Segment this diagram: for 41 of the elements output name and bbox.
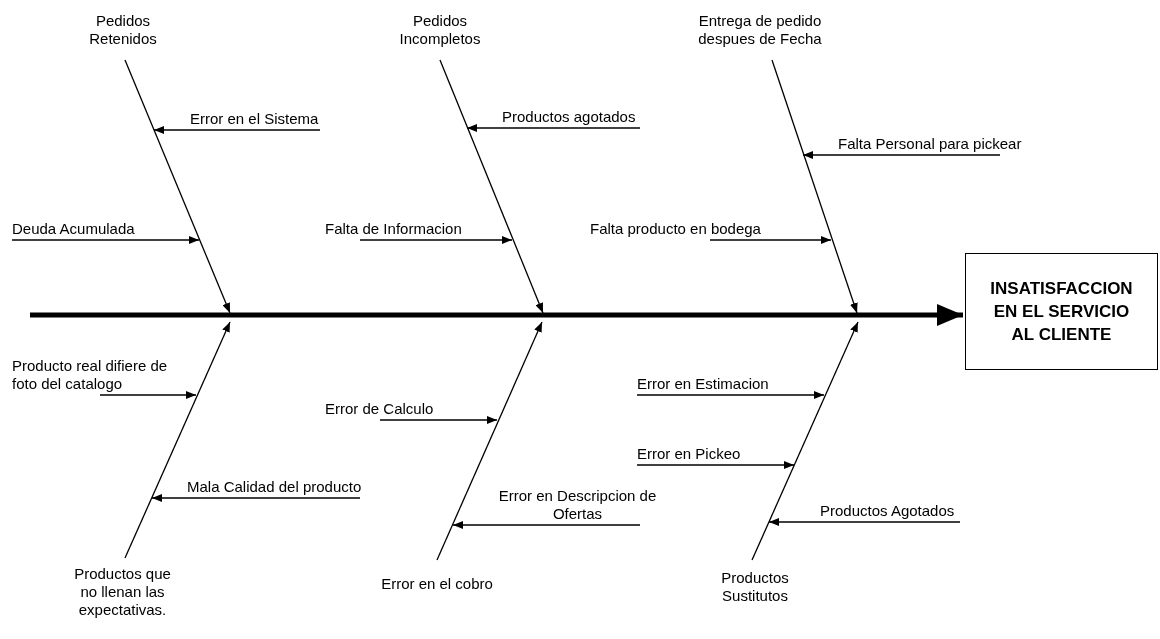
cause-arrow (636, 461, 795, 469)
bone-arrow (771, 59, 858, 314)
cause-arrow (709, 236, 832, 244)
category-label: Productos Sustitutos (705, 569, 805, 605)
cause-arrow (99, 391, 197, 399)
cause-label: Falta producto en bodega (590, 220, 761, 238)
cause-arrow (11, 236, 200, 244)
category-label: Productos que no llenan las expectativas. (65, 565, 180, 619)
cause-arrow (452, 521, 641, 529)
cause-label: Falta Personal para pickear (838, 135, 1022, 153)
cause-label: Productos agotados (502, 108, 636, 126)
category-label: Pedidos Incompletos (390, 12, 490, 48)
bone-arrow (436, 321, 543, 561)
cause-arrow (466, 124, 641, 132)
cause-arrow (151, 494, 361, 502)
cause-label: Error de Calculo (325, 400, 434, 418)
cause-arrow (379, 416, 498, 424)
cause-label: Error en Pickeo (637, 445, 741, 463)
bone-arrow (439, 59, 544, 314)
cause-label: Producto real difiere de foto del catalogo (12, 357, 182, 393)
cause-label: Error en Estimacion (637, 375, 769, 393)
cause-arrow (359, 236, 513, 244)
cause-arrow (153, 126, 321, 134)
effect-box (965, 253, 1158, 370)
cause-label: Mala Calidad del producto (187, 478, 362, 496)
bone-arrow (751, 321, 859, 561)
effect-text: INSATISFACCION EN EL SERVICIO AL CLIENTE (989, 278, 1134, 346)
cause-label: Error en el Sistema (190, 110, 319, 128)
cause-arrow (636, 391, 825, 399)
category-label: Error en el cobro (372, 575, 502, 593)
category-label: Pedidos Retenidos (78, 12, 168, 48)
cause-label: Error en Descripcion de Ofertas (490, 487, 665, 523)
cause-arrow (802, 151, 1001, 159)
cause-arrow (768, 518, 961, 526)
bone-arrow (124, 321, 231, 559)
spine-arrow (30, 304, 963, 326)
cause-label: Deuda Acumulada (12, 220, 135, 238)
cause-label: Productos Agotados (820, 502, 955, 520)
category-label: Entrega de pedido despues de Fecha (685, 12, 835, 48)
bone-arrow (124, 59, 231, 314)
cause-label: Falta de Informacion (325, 220, 462, 238)
